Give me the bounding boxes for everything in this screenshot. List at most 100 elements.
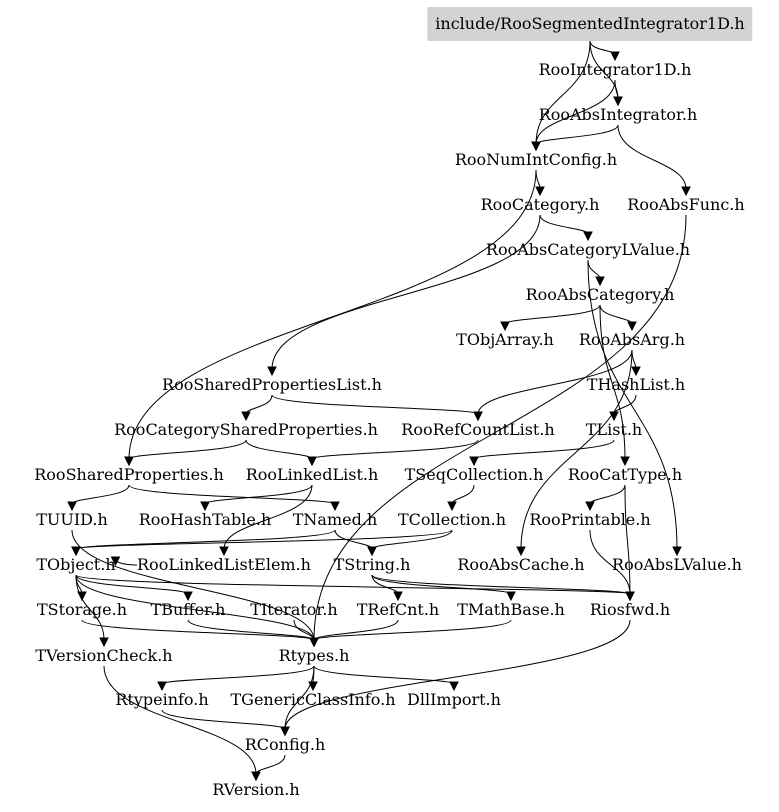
- edge-rooabscategory-roocattype: [599, 304, 626, 460]
- node-tnamed[interactable]: TNamed.h: [292, 510, 378, 529]
- node-roosharedproperties[interactable]: RooSharedProperties.h: [34, 465, 224, 484]
- node-rooprintable[interactable]: RooPrintable.h: [529, 510, 651, 529]
- edge-rooprintable-riosfwd: [589, 529, 631, 595]
- edge-rooabscategory-tobjarray: [504, 304, 601, 325]
- edge-tuuid-rtypes: [71, 529, 315, 641]
- arrowhead-icon: [613, 96, 623, 107]
- node-roosharedpropertieslist[interactable]: RooSharedPropertiesList.h: [162, 375, 382, 394]
- edge-rconfig-rversion: [255, 754, 286, 775]
- arrowhead-icon: [183, 591, 193, 602]
- arrowhead-icon: [251, 771, 261, 782]
- node-tcollection[interactable]: TCollection.h: [397, 510, 507, 529]
- node-tobject[interactable]: TObject.h: [36, 555, 116, 574]
- arrowhead-icon: [67, 501, 77, 512]
- node-root[interactable]: include/RooSegmentedIntegrator1D.h: [427, 7, 753, 41]
- node-tgenericclassinfo[interactable]: TGenericClassInfo.h: [230, 690, 396, 709]
- edge-tobject-tbuffer: [75, 574, 189, 595]
- edge-roosharedpropertieslist-roorefcountlist: [271, 394, 479, 415]
- node-tstring[interactable]: TString.h: [333, 555, 411, 574]
- node-roolinkedlist[interactable]: RooLinkedList.h: [245, 465, 379, 484]
- edge-tobject-tversioncheck: [75, 574, 105, 641]
- node-roorefcountlist[interactable]: RooRefCountList.h: [401, 420, 555, 439]
- edge-roosharedproperties-tnamed: [128, 484, 336, 505]
- node-rtypes[interactable]: Rtypes.h: [278, 646, 350, 665]
- node-rversion[interactable]: RVersion.h: [212, 780, 300, 799]
- node-rooabscategorylvalue[interactable]: RooAbsCategoryLValue.h: [485, 240, 691, 259]
- edge-roolinkedlist-roolinkedlistelem: [223, 484, 313, 550]
- node-tstorage[interactable]: TStorage.h: [37, 600, 127, 619]
- edge-tobject-riosfwd: [75, 574, 631, 595]
- node-roointegrator1d[interactable]: RooIntegrator1D.h: [538, 60, 692, 79]
- arrowhead-icon: [267, 366, 277, 377]
- arrowhead-icon: [535, 186, 545, 197]
- arrowhead-icon: [610, 51, 620, 62]
- arrowhead-icon: [631, 366, 641, 377]
- edge-roonumintconfig-roosharedproperties: [128, 169, 537, 460]
- arrowhead-icon: [531, 141, 541, 152]
- edge-tstring-riosfwd: [371, 574, 631, 595]
- node-roocattype[interactable]: RooCatType.h: [567, 465, 683, 484]
- edge-roosharedpropertieslist-roocategorysharedproperties: [245, 394, 273, 415]
- node-roolinkedlistelem[interactable]: RooLinkedListElem.h: [137, 555, 311, 574]
- node-riosfwd[interactable]: Riosfwd.h: [589, 600, 671, 619]
- edge-roocategorysharedproperties-roolinkedlist: [245, 439, 313, 460]
- edge-roocattype-riosfwd: [624, 484, 631, 595]
- node-dllimport[interactable]: DllImport.h: [407, 690, 501, 709]
- node-roocategory[interactable]: RooCategory.h: [480, 195, 600, 214]
- arrowhead-icon: [672, 546, 682, 557]
- edge-tmathbase-rtypes: [313, 619, 512, 641]
- node-rooabscategory[interactable]: RooAbsCategory.h: [525, 285, 675, 304]
- node-rtypeinfo[interactable]: Rtypeinfo.h: [115, 690, 209, 709]
- node-roohashtable[interactable]: RooHashTable.h: [138, 510, 272, 529]
- edge-rtypes-rtypeinfo: [161, 665, 315, 685]
- node-tbuffer[interactable]: TBuffer.h: [150, 600, 226, 619]
- node-roonumintconfig[interactable]: RooNumIntConfig.h: [454, 150, 618, 169]
- node-rooabsfunc[interactable]: RooAbsFunc.h: [627, 195, 745, 214]
- arrowhead-icon: [393, 591, 403, 602]
- node-titerator[interactable]: TIterator.h: [250, 600, 338, 619]
- arrowhead-icon: [506, 591, 516, 602]
- arrowhead-icon: [583, 231, 593, 242]
- node-tuuid[interactable]: TUUID.h: [36, 510, 108, 529]
- edge-roocategorysharedproperties-roosharedproperties: [128, 439, 247, 460]
- edge-roocategory-rooabscategorylvalue: [539, 214, 589, 235]
- arrowhead-icon: [447, 501, 457, 512]
- edge-rtypes-dllimport: [313, 665, 455, 685]
- edge-roocategory-roosharedpropertieslist: [271, 214, 541, 370]
- node-tversioncheck[interactable]: TVersionCheck.h: [35, 646, 173, 665]
- node-tseqcollection[interactable]: TSeqCollection.h: [404, 465, 544, 484]
- arrowhead-icon: [469, 456, 479, 467]
- arrowhead-icon: [449, 681, 459, 692]
- node-tmathbase[interactable]: TMathBase.h: [457, 600, 565, 619]
- node-thashlist[interactable]: THashList.h: [586, 375, 686, 394]
- edge-root-roonumintconfig: [535, 40, 591, 145]
- edge-root-rooabsintegrator: [589, 40, 619, 100]
- arrowhead-icon: [71, 546, 81, 557]
- arrowhead-icon: [110, 556, 121, 567]
- edge-roolinkedlist-roohashtable: [204, 484, 313, 505]
- arrowhead-icon: [609, 411, 619, 422]
- edge-rooabsfunc-rtypes: [313, 214, 687, 641]
- edge-rtypeinfo-rconfig: [161, 709, 286, 730]
- edge-tbuffer-rtypes: [187, 619, 315, 641]
- node-tobjarray[interactable]: TObjArray.h: [456, 330, 554, 349]
- edge-rooabsintegrator-roonumintconfig: [535, 124, 619, 145]
- node-rooabslvalue[interactable]: RooAbsLValue.h: [612, 555, 742, 574]
- arrowhead-icon: [681, 186, 691, 197]
- node-rooabscache[interactable]: RooAbsCache.h: [457, 555, 585, 574]
- edge-tobject-rtypes: [75, 574, 315, 641]
- arrowhead-icon: [241, 411, 251, 422]
- node-rconfig[interactable]: RConfig.h: [244, 735, 326, 754]
- arrowhead-icon: [627, 321, 637, 332]
- node-tlist[interactable]: TList.h: [585, 420, 643, 439]
- arrowhead-icon: [500, 321, 510, 332]
- edge-tlist-tseqcollection: [473, 439, 615, 460]
- node-trefcnt[interactable]: TRefCnt.h: [356, 600, 440, 619]
- node-roocategorysharedproperties[interactable]: RooCategorySharedProperties.h: [114, 420, 378, 439]
- arrowhead-icon: [99, 637, 109, 648]
- arrowhead-icon: [330, 501, 340, 512]
- node-rooabsarg[interactable]: RooAbsArg.h: [578, 330, 686, 349]
- node-rooabsintegrator[interactable]: RooAbsIntegrator.h: [538, 105, 698, 124]
